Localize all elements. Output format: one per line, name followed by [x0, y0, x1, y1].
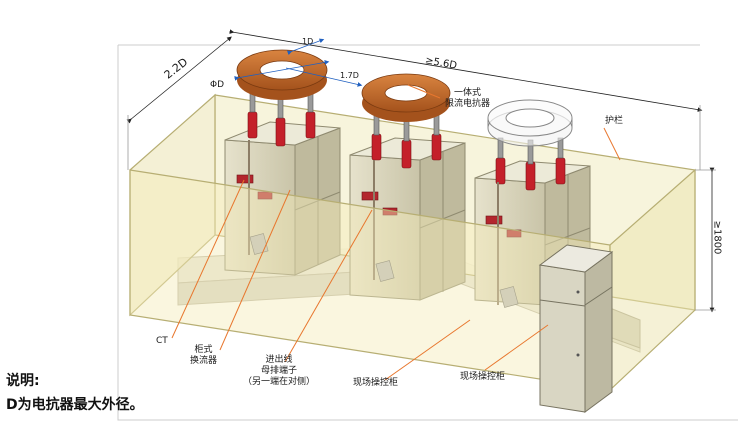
reactor-1 — [236, 49, 328, 100]
converter-label-line2: 换流器 — [190, 356, 218, 366]
busbars — [248, 140, 499, 305]
reactor-label: 一体式 限流电抗器 — [445, 88, 490, 110]
ct-blocks — [236, 174, 522, 238]
reactor-2 — [361, 73, 451, 122]
fence-label: 护栏 — [605, 116, 624, 126]
insulators-3 — [495, 137, 566, 191]
busbar-label: 进出线 母排端子 （另一端在对侧） — [243, 355, 315, 388]
callout-lines — [171, 84, 621, 381]
note-text: D为电抗器最大外径。 — [6, 397, 144, 413]
busbar-label-line2: 母排端子 — [261, 366, 298, 376]
busbar-label-line3: （另一端在对侧） — [243, 377, 316, 387]
height-dimension: ≥1800 — [711, 220, 723, 255]
control-cabinet-label-1: 现场操控柜 — [353, 378, 399, 388]
spacing-dimension: 1.7D — [340, 71, 359, 80]
converter-label: 柜式 换流器 — [190, 345, 217, 367]
control-cabinet — [538, 244, 614, 413]
reactor-label-line2: 限流电抗器 — [445, 99, 491, 109]
reactor-label-line1: 一体式 — [454, 88, 482, 98]
outer-frame — [117, 45, 738, 421]
converter-label-line1: 柜式 — [194, 345, 213, 355]
converter-cabinet-1 — [224, 121, 341, 276]
diameter-dimension: ΦD — [210, 80, 225, 90]
reactor-3-outline — [487, 99, 573, 147]
note-title: 说明: — [6, 373, 40, 389]
insulators-2 — [371, 114, 442, 169]
busbar-label-line1: 进出线 — [265, 355, 293, 365]
ct-label: CT — [156, 336, 168, 346]
gap-dimension: 1D — [302, 37, 314, 46]
control-cabinet-label-2: 现场操控柜 — [460, 372, 506, 382]
